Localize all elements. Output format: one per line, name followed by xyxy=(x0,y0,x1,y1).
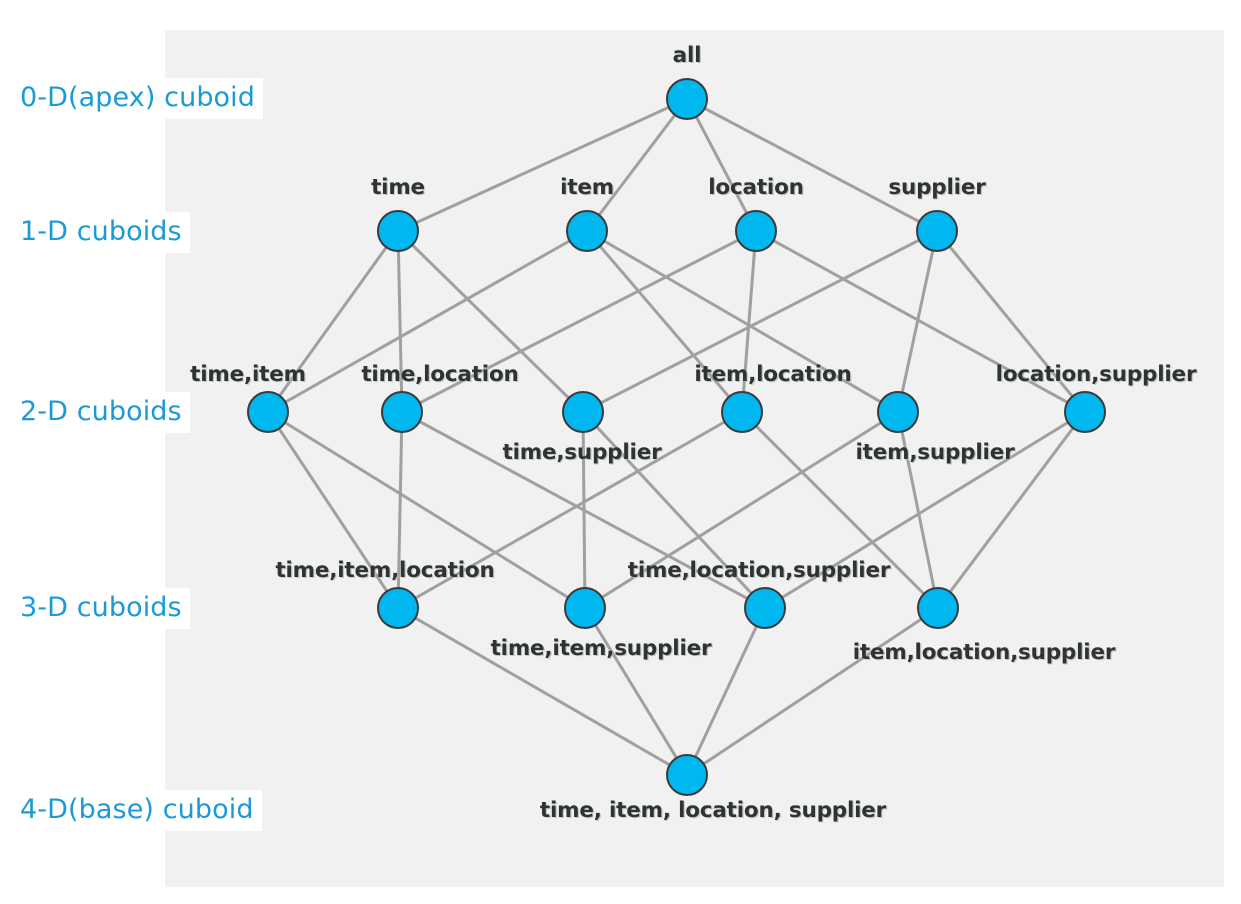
lattice-edge xyxy=(266,410,587,610)
row-label-row-2d: 2-D cuboids xyxy=(12,392,190,433)
node-layer xyxy=(247,78,1106,796)
lattice-edge xyxy=(740,229,758,414)
cuboid-node-time_supplier[interactable] xyxy=(562,391,604,433)
lattice-edge xyxy=(396,229,585,414)
lattice-edge xyxy=(396,410,744,610)
cuboid-node-all[interactable] xyxy=(666,78,708,120)
lattice-edge xyxy=(583,606,689,777)
lattice-edge xyxy=(936,410,1087,610)
row-label-row-4d: 4-D(base) cuboid xyxy=(12,790,262,831)
cuboid-node-location_supplier[interactable] xyxy=(1064,391,1106,433)
cuboid-label-item: item xyxy=(560,175,614,200)
lattice-edge xyxy=(581,410,587,610)
lattice-edge xyxy=(400,229,758,414)
cuboid-label-time_item_location: time,item,location xyxy=(275,558,495,583)
cuboid-node-time_location_supplier[interactable] xyxy=(744,587,786,629)
lattice-edge xyxy=(685,606,940,777)
cuboid-node-item_supplier[interactable] xyxy=(877,391,919,433)
lattice-edge xyxy=(585,97,689,233)
cuboid-label-item_location_supplier: item,location,supplier xyxy=(852,640,1116,665)
row-label-row-1d: 1-D cuboids xyxy=(12,212,190,253)
cuboid-node-time_item_location[interactable] xyxy=(377,587,419,629)
row-label-row-0d: 0-D(apex) cuboid xyxy=(12,78,264,119)
cuboid-label-all: all xyxy=(672,43,702,68)
lattice-edge xyxy=(896,229,939,414)
cuboid-node-supplier[interactable] xyxy=(916,210,958,252)
cuboid-node-time_item_supplier[interactable] xyxy=(564,587,606,629)
cuboid-label-time_item: time,item xyxy=(190,362,306,387)
cuboid-label-location_supplier: location,supplier xyxy=(995,362,1197,387)
edge-layer xyxy=(266,97,1087,777)
cuboid-node-time_location[interactable] xyxy=(381,391,423,433)
cuboid-label-supplier: supplier xyxy=(888,175,986,200)
row-label-row-3d: 3-D cuboids xyxy=(12,588,190,629)
cuboid-label-time_item_supplier: time,item,supplier xyxy=(490,636,712,661)
cuboid-label-base: time, item, location, supplier xyxy=(539,798,887,823)
cuboid-label-time_supplier: time,supplier xyxy=(502,440,662,465)
lattice-edge xyxy=(585,229,900,414)
lattice-edge xyxy=(396,410,404,610)
cuboid-node-base[interactable] xyxy=(666,754,708,796)
lattice-edge xyxy=(583,410,900,610)
cuboid-node-time[interactable] xyxy=(377,210,419,252)
cuboid-node-item[interactable] xyxy=(566,210,608,252)
lattice-edge xyxy=(935,229,1087,414)
cuboid-label-time_location: time,location xyxy=(361,362,519,387)
cuboid-label-item_supplier: item,supplier xyxy=(855,440,1015,465)
lattice-edge xyxy=(396,229,404,414)
lattice-edge xyxy=(396,97,689,233)
cuboid-node-item_location[interactable] xyxy=(721,391,763,433)
lattice-edge xyxy=(266,229,589,414)
cuboid-label-item_location: item,location xyxy=(694,362,852,387)
lattice-edge xyxy=(266,410,400,610)
lattice-edge xyxy=(896,410,940,610)
lattice-edge xyxy=(585,229,744,414)
cuboid-label-time_location_supplier: time,location,supplier xyxy=(627,558,891,583)
lattice-edge xyxy=(685,606,767,777)
lattice-edge xyxy=(763,410,1087,610)
lattice-edge xyxy=(581,410,767,610)
lattice-edge xyxy=(685,97,758,233)
lattice-edge xyxy=(754,229,1087,414)
cuboid-label-time: time xyxy=(371,175,425,200)
cuboid-node-location[interactable] xyxy=(735,210,777,252)
lattice-edge xyxy=(685,97,939,233)
lattice-edge xyxy=(581,229,939,414)
cuboid-label-location: location xyxy=(708,175,804,200)
cuboid-node-item_location_supplier[interactable] xyxy=(917,587,959,629)
lattice-edge xyxy=(266,229,400,414)
lattice-edge xyxy=(740,410,940,610)
cuboid-node-time_item[interactable] xyxy=(247,391,289,433)
lattice-edge xyxy=(396,606,689,777)
